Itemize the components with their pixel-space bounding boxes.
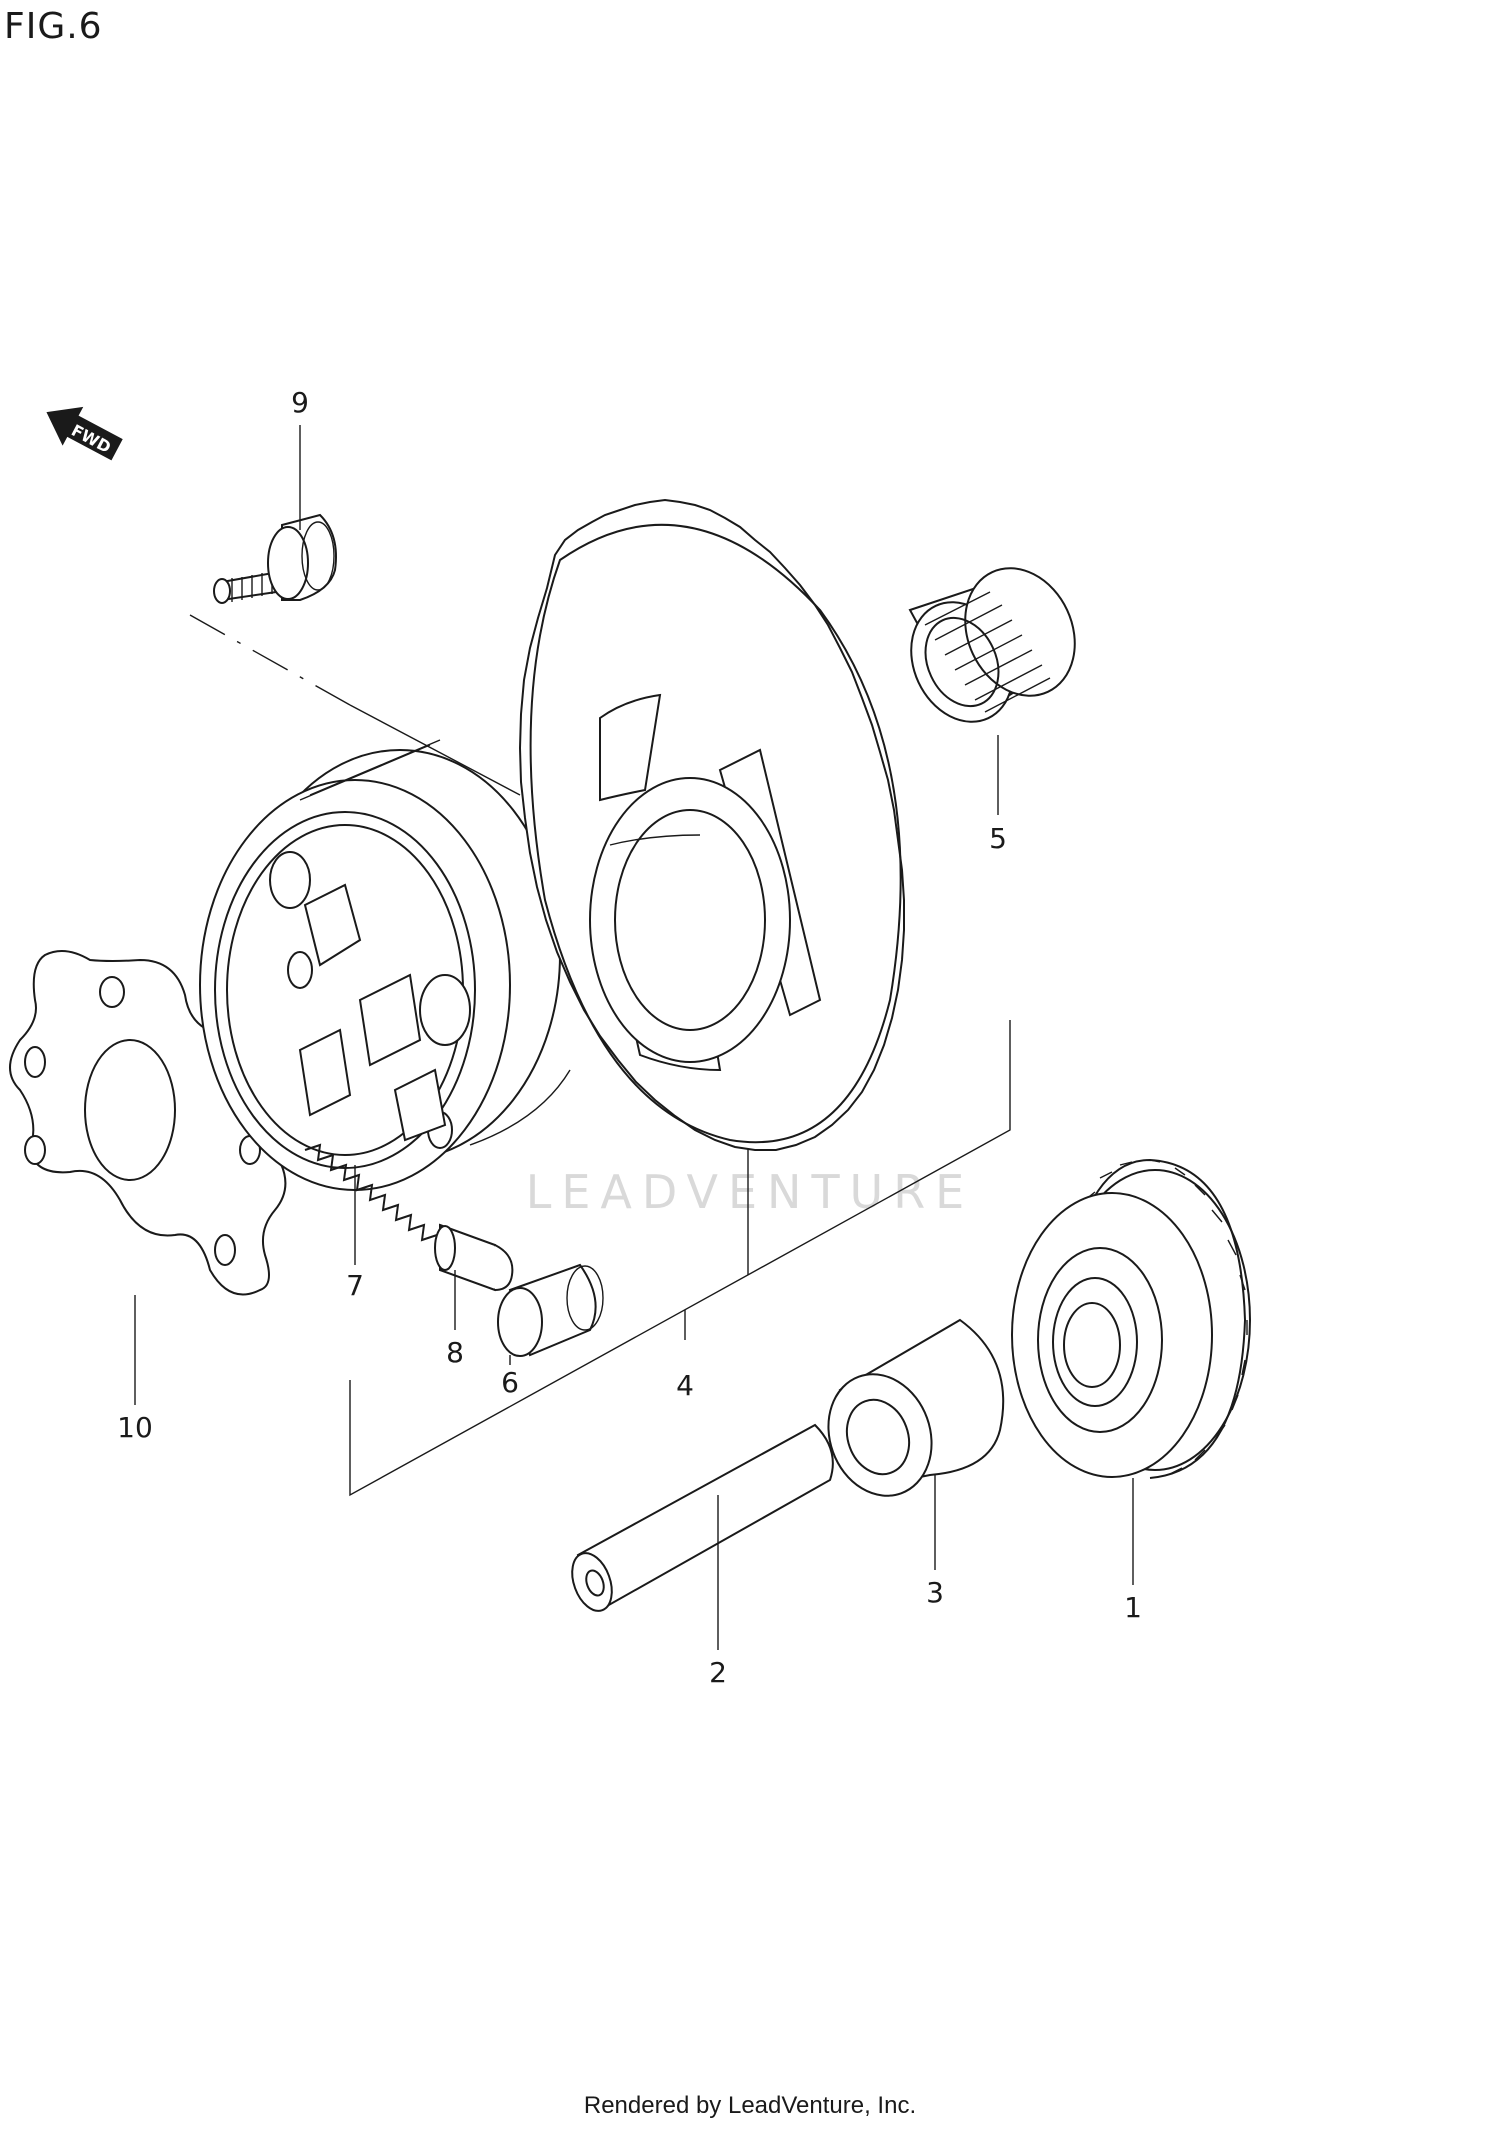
part-6-roller [497, 1263, 604, 1357]
fwd-arrow-icon: FWD [46, 406, 123, 461]
callout-4: 4 [676, 1369, 694, 1402]
part-4-starter-gear [518, 498, 905, 1151]
part-1-idle-gear [1011, 1158, 1251, 1479]
part-8-plunger [434, 1223, 514, 1292]
part-3-sleeve [827, 1318, 1005, 1497]
callout-8: 8 [446, 1336, 464, 1369]
callout-9: 9 [291, 386, 309, 419]
callout-6: 6 [501, 1366, 519, 1399]
part-9-bolt [213, 513, 337, 604]
callout-7: 7 [346, 1269, 364, 1302]
part-2-shaft [571, 1423, 834, 1612]
callout-10: 10 [117, 1411, 153, 1444]
part-7-spring [304, 1143, 438, 1242]
callout-2: 2 [709, 1656, 727, 1689]
leader-lines [134, 425, 1134, 1650]
watermark-text: LEADVENTURE [526, 1165, 975, 1219]
callout-5: 5 [989, 822, 1007, 855]
footer-credit: Rendered by LeadVenture, Inc. [583, 2092, 917, 2119]
part-5-needle-bearing [908, 567, 1076, 723]
assembly-bracket [189, 614, 1011, 1497]
callout-3: 3 [926, 1576, 944, 1609]
part-4-clutch-housing [199, 739, 571, 1191]
watermark: LEADVENTURE [526, 790, 975, 1219]
figure-title: FIG.6 [4, 6, 103, 47]
callout-labels: 9 5 7 8 6 4 10 1 3 2 [117, 386, 1142, 1689]
callout-1: 1 [1124, 1591, 1142, 1624]
